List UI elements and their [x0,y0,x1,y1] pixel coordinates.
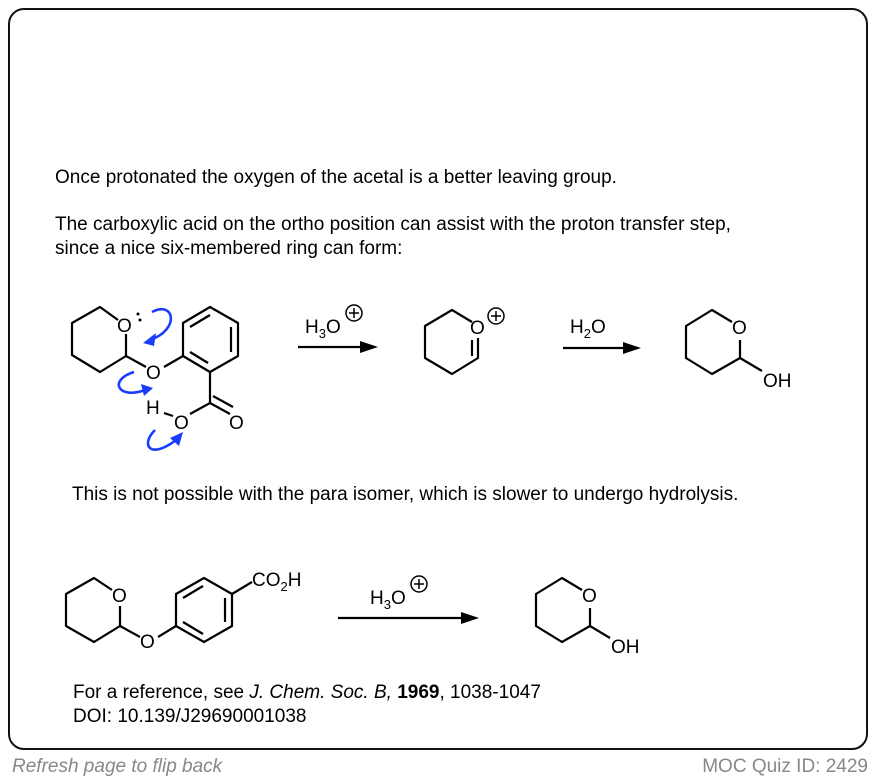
reaction-arrow-1: H3O [298,304,378,353]
curly-arrow-2 [117,370,146,394]
ortho-substrate: O O H O O [70,305,244,451]
para-ether-oxygen: O [140,632,155,653]
reagent-h2o: H2O [570,317,606,341]
statement-para: This is not possible with the para isome… [72,484,739,505]
oxonium-oxygen: O [470,318,485,339]
para-hemiacetal-product: O OH [534,576,640,658]
hemiacetal-product: O OH [684,308,792,392]
carboxylic-acid-label: CO2H [252,570,301,594]
refresh-flip-link[interactable]: Refresh page to flip back [12,756,223,777]
statement-leaving-group: Once protonated the oxygen of the acetal… [55,167,617,188]
acid-hydrogen: H [146,398,160,419]
statement-ortho: The carboxylic acid on the ortho positio… [55,214,731,235]
para-product-oh: OH [611,637,640,658]
reference-prefix: For a reference, see [73,682,250,703]
product-oh: OH [763,371,792,392]
product-oxygen: O [732,318,747,339]
reference-doi[interactable]: DOI: 10.139/J29690001038 [73,706,307,727]
statement-ring: since a nice six-membered ring can form: [55,238,403,259]
curly-arrow-3 [146,429,177,451]
para-product-oxygen: O [582,586,597,607]
reaction-arrow-3: H3O [338,575,479,624]
reagent-h3o-2: H3O [370,588,406,612]
quiz-id: MOC Quiz ID: 2429 [702,756,868,777]
reference-pages: , 1038-1047 [439,682,541,703]
hydroxyl-oxygen: O [174,413,189,434]
reference-journal: J. Chem. Soc. B, [249,682,392,703]
quiz-card[interactable] [8,8,868,750]
oxocarbenium-ion: O [423,307,505,376]
ether-oxygen: O [146,363,161,384]
para-ring-oxygen: O [112,586,127,607]
reference-line: For a reference, see J. Chem. Soc. B, 19… [73,681,541,705]
curly-arrow-1 [149,308,173,342]
carbonyl-oxygen: O [229,413,244,434]
ring-oxygen: O [117,316,132,337]
reference-year: 1969 [397,682,440,703]
reaction-arrow-2: H2O [563,317,641,354]
reagent-h3o: H3O [305,317,341,341]
para-substrate: O O CO2H [64,570,301,653]
